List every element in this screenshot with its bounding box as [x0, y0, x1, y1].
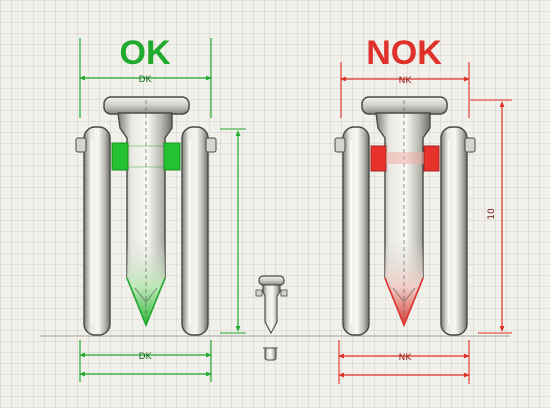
ok-right-sleeve [181, 126, 217, 336]
ok-title: OK [120, 34, 171, 72]
nok-panel: NOK NK [334, 34, 512, 384]
nok-title: NOK [366, 34, 442, 72]
nok-left-sleeve [334, 126, 370, 336]
nok-fit-indicator-left [370, 145, 387, 172]
ok-left-sleeve [75, 126, 111, 336]
ok-fit-indicator-left [111, 142, 129, 171]
nok-height-dimension-label: 10 [487, 208, 497, 220]
nok-pin [361, 96, 448, 328]
nok-right-sleeve [440, 126, 476, 336]
ok-top-dimension-label: DK [139, 75, 153, 85]
ok-fit-indicator-right [163, 142, 181, 171]
small-pin-section [264, 347, 277, 361]
ok-pin [103, 96, 190, 328]
nok-bottom-dimension-label: NK [399, 353, 413, 363]
ok-bottom-dimension-label: DK [139, 352, 153, 362]
nok-top-dimension-label: NK [399, 76, 413, 86]
nok-fit-indicator-right [423, 145, 440, 172]
small-reference-pin [255, 275, 288, 361]
nok-fit-band [386, 152, 424, 164]
ok-panel: OK DK [75, 34, 246, 382]
